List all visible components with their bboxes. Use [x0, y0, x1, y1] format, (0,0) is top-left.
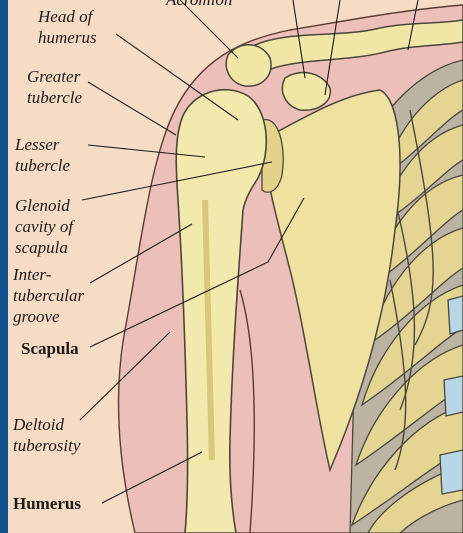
label-humerus: Humerus [13, 493, 81, 514]
label-lesser-tubercle-line2: tubercle [15, 155, 70, 176]
label-greater-tubercle-line1: Greater [27, 66, 82, 87]
label-glenoid-cavity-line3: scapula [15, 237, 73, 258]
label-head-of-humerus-line2: humerus [38, 27, 97, 48]
label-intertubercular-line3: groove [13, 306, 84, 327]
label-deltoid-tuberosity-line1: Deltoid [13, 414, 80, 435]
label-head-of-humerus-line1: Head of [38, 6, 97, 27]
label-glenoid-cavity-line2: cavity of [15, 216, 73, 237]
label-deltoid-tuberosity-line2: tuberosity [13, 435, 80, 456]
label-intertubercular-line2: tubercular [13, 285, 84, 306]
label-head-of-humerus: Head of humerus [38, 6, 97, 48]
leader-greater-tubercle [88, 82, 176, 135]
label-lesser-tubercle-line1: Lesser [15, 134, 70, 155]
acromion-bone [226, 45, 271, 86]
label-intertubercular-groove: Inter- tubercular groove [13, 264, 84, 327]
label-greater-tubercle-line2: tubercle [27, 87, 82, 108]
label-greater-tubercle: Greater tubercle [27, 66, 82, 108]
label-acromion: Acromion [166, 0, 232, 10]
label-glenoid-cavity: Glenoid cavity of scapula [15, 195, 73, 258]
label-intertubercular-line1: Inter- [13, 264, 84, 285]
label-glenoid-cavity-line1: Glenoid [15, 195, 73, 216]
label-deltoid-tuberosity: Deltoid tuberosity [13, 414, 80, 456]
label-scapula: Scapula [21, 338, 79, 359]
label-lesser-tubercle: Lesser tubercle [15, 134, 70, 176]
